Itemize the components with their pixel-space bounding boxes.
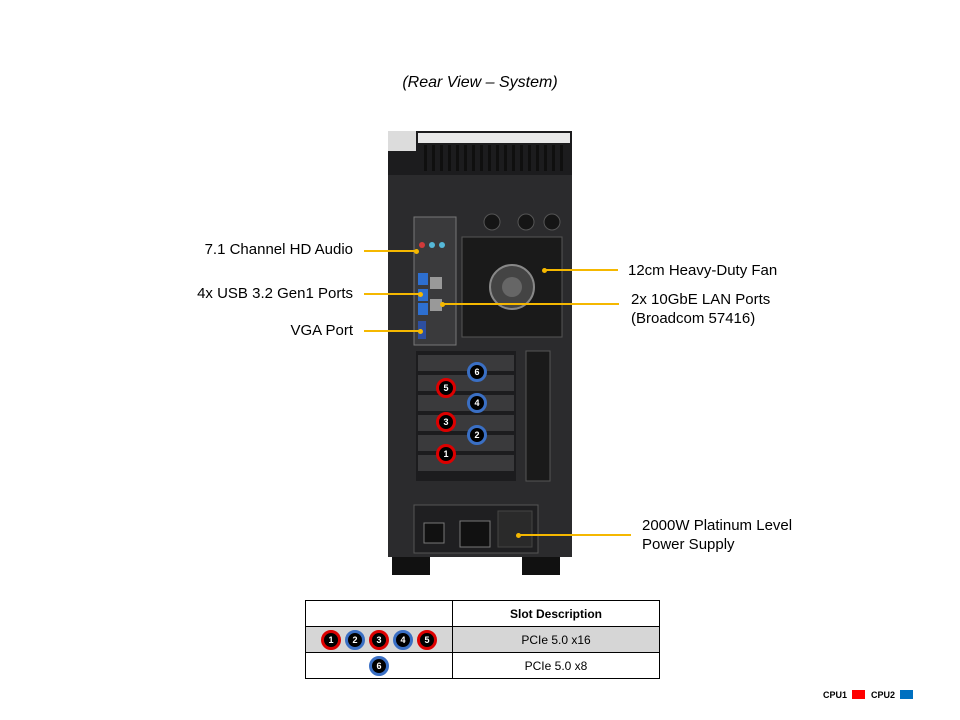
label-fan: 12cm Heavy-Duty Fan xyxy=(628,262,778,279)
table-slot-badge: 3 xyxy=(369,629,389,650)
slot-3-badge: 3 xyxy=(436,412,456,432)
table-header: Slot Description xyxy=(452,600,660,627)
leader-audio xyxy=(364,250,416,252)
table-slot-badge: 6 xyxy=(369,655,389,676)
legend-cpu2-label: CPU2 xyxy=(871,690,896,700)
table-header-blank xyxy=(305,600,453,627)
leader-psu xyxy=(518,534,631,536)
table-description: PCIe 5.0 x8 xyxy=(452,652,660,679)
table-slot-badge: 5 xyxy=(417,629,437,650)
usb-port-3 xyxy=(418,303,428,315)
label-usb: 4x USB 3.2 Gen1 Ports xyxy=(197,285,353,302)
chassis-body xyxy=(388,141,572,557)
table-slot-badges: 6 xyxy=(305,652,453,679)
audio-jack-blue xyxy=(429,242,435,248)
legend-cpu1-swatch xyxy=(852,690,865,699)
leader-fan xyxy=(544,269,618,271)
diagram-title: (Rear View – System) xyxy=(402,74,558,91)
leader-vga xyxy=(364,330,420,332)
label-vga: VGA Port xyxy=(290,322,353,339)
table-slot-badge: 2 xyxy=(345,629,365,650)
power-inlet xyxy=(459,520,491,548)
lan-port-2 xyxy=(430,299,442,311)
label-lan-line2: (Broadcom 57416) xyxy=(631,310,756,327)
table-slot-badge: 4 xyxy=(393,629,413,650)
chassis-rear-view xyxy=(388,131,572,575)
side-vent xyxy=(525,350,551,482)
chassis-foot-right xyxy=(522,555,560,575)
slot-5-badge: 5 xyxy=(436,378,456,398)
slot-2-badge: 2 xyxy=(467,425,487,445)
slot-1-badge: 1 xyxy=(436,444,456,464)
label-psu-line1: 2000W Platinum Level xyxy=(642,517,793,534)
slot-4-badge: 4 xyxy=(467,393,487,413)
usb-port-2 xyxy=(418,289,428,301)
table-slot-badge: 1 xyxy=(321,629,341,650)
legend-cpu1-label: CPU1 xyxy=(823,690,848,700)
audio-jack-red xyxy=(419,242,425,248)
chassis-foot-left xyxy=(392,555,430,575)
lan-port-1 xyxy=(430,277,442,289)
slot-6-badge: 6 xyxy=(467,362,487,382)
table-row: 6 PCIe 5.0 x8 xyxy=(305,652,660,679)
label-lan-line1: 2x 10GbE LAN Ports xyxy=(631,291,771,308)
leader-usb xyxy=(364,293,420,295)
label-audio: 7.1 Channel HD Audio xyxy=(204,241,353,258)
table-description: PCIe 5.0 x16 xyxy=(452,626,660,653)
usb-port-1 xyxy=(418,273,428,285)
legend-cpu2-swatch xyxy=(900,690,913,699)
leader-lan xyxy=(442,303,619,305)
label-psu-line2: Power Supply xyxy=(642,536,735,553)
